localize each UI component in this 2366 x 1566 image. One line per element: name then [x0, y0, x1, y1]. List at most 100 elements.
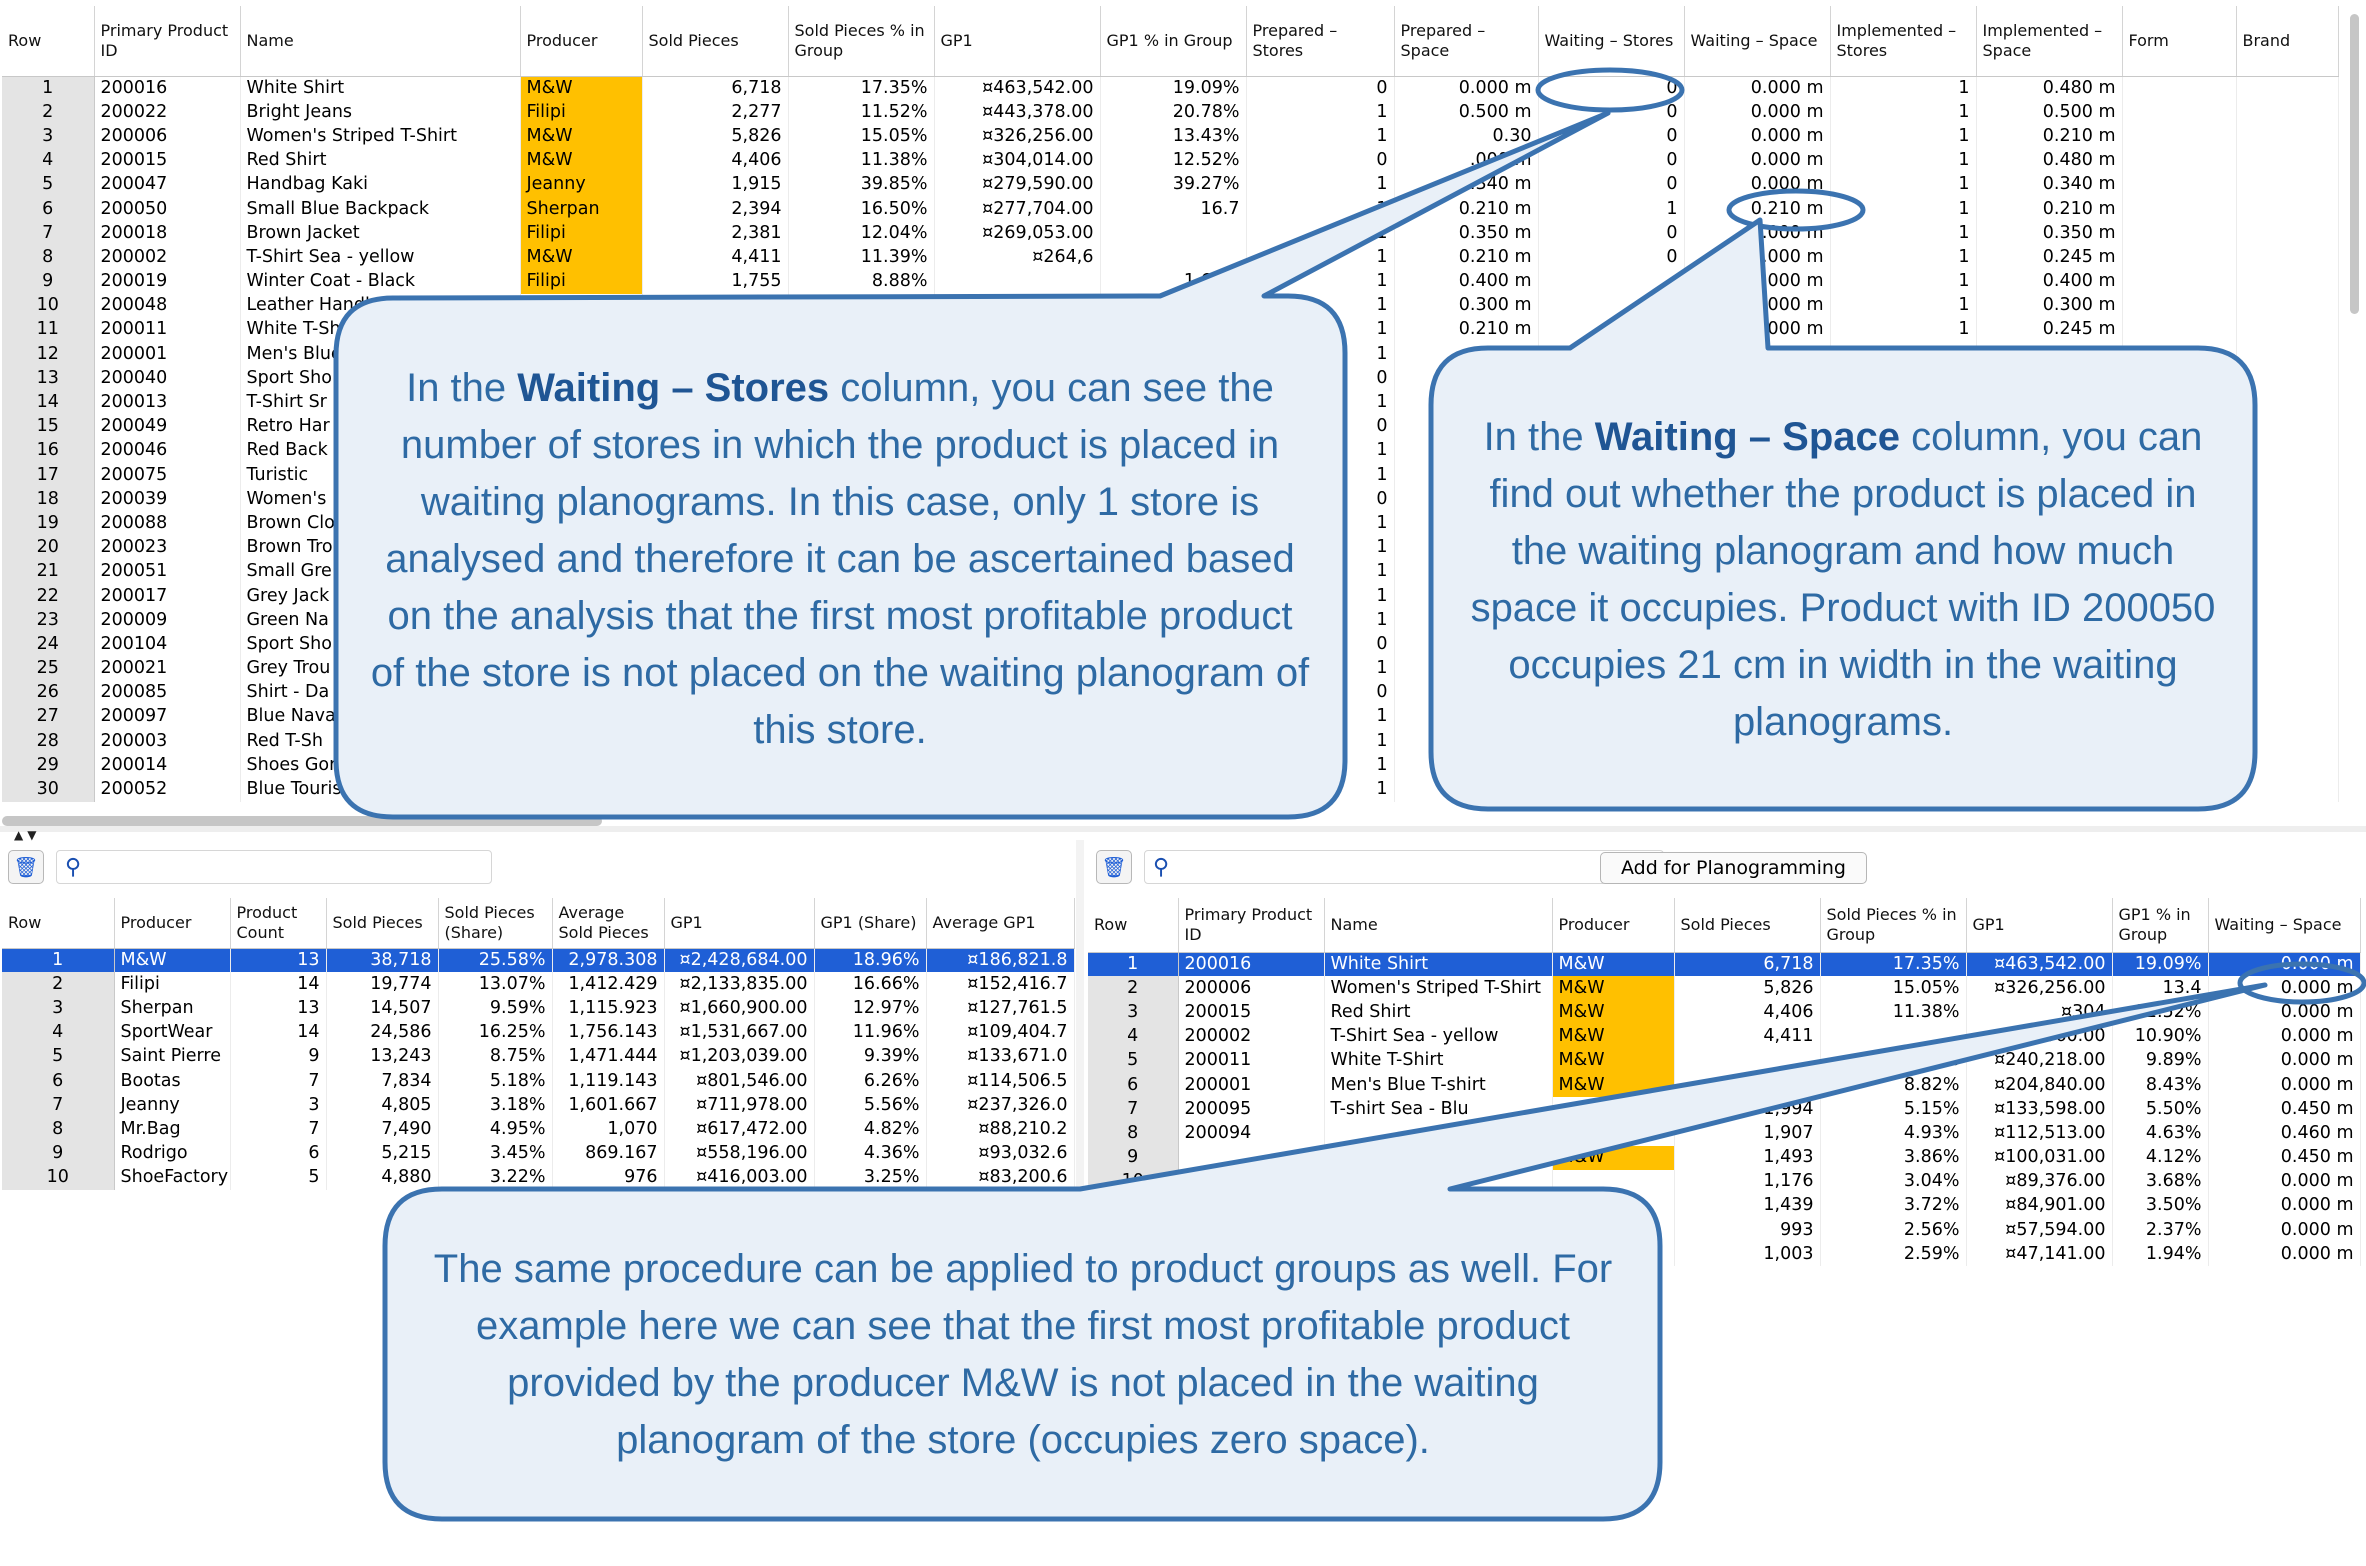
- table-cell: 0.000 m: [1394, 76, 1539, 101]
- column-header[interactable]: GP1: [934, 6, 1101, 77]
- column-header[interactable]: GP1: [664, 898, 815, 949]
- horizontal-scrollbar[interactable]: [2, 816, 602, 826]
- table-cell: 9: [2, 1141, 115, 1166]
- column-header[interactable]: Implemented – Stores: [1830, 6, 1977, 77]
- column-header[interactable]: Sold Pieces % in Group: [788, 6, 935, 77]
- table-cell: 18: [2, 487, 95, 512]
- basket-icon[interactable]: 🗑: [8, 850, 44, 884]
- table-cell: White T-Shirt: [1324, 1048, 1553, 1073]
- producer-search-input[interactable]: [87, 858, 428, 876]
- table-cell: 0.000 m: [1684, 148, 1831, 173]
- column-header[interactable]: Waiting – Space: [1684, 6, 1831, 77]
- column-header[interactable]: Sold Pieces: [326, 898, 439, 949]
- table-cell: [2236, 293, 2339, 318]
- table-cell: 200015: [1178, 1000, 1325, 1025]
- basket-icon[interactable]: 🗑: [1096, 850, 1132, 884]
- pane-splitter[interactable]: [0, 826, 2366, 832]
- producer-toolbar: 🗑 ⚲: [0, 846, 1076, 892]
- table-cell: 13: [230, 948, 327, 973]
- column-header[interactable]: Name: [240, 6, 521, 77]
- table-cell: 1,115.923: [552, 996, 665, 1021]
- splitter-arrows-icon[interactable]: ▲▼: [14, 828, 41, 842]
- table-cell: 200023: [94, 535, 241, 560]
- column-header[interactable]: Producer: [114, 898, 231, 949]
- column-header[interactable]: Sold Pieces % in Group: [1820, 898, 1967, 953]
- table-cell: Filipi: [114, 972, 231, 997]
- table-cell: [2122, 221, 2237, 246]
- column-header[interactable]: Primary Product ID: [94, 6, 241, 77]
- table-cell: 200097: [94, 704, 241, 730]
- column-header[interactable]: Row: [1088, 898, 1179, 953]
- column-header[interactable]: Average GP1: [926, 898, 1075, 949]
- table-cell: ¤83,200.6: [926, 1165, 1075, 1190]
- column-header[interactable]: Implemented – Space: [1976, 6, 2123, 77]
- column-header[interactable]: Name: [1324, 898, 1553, 953]
- table-cell: 976: [552, 1165, 665, 1190]
- column-header[interactable]: Prepared – Space: [1394, 6, 1539, 77]
- column-header[interactable]: Sold Pieces: [1674, 898, 1821, 953]
- table-cell: 200011: [1178, 1048, 1325, 1073]
- column-header[interactable]: Primary Product ID: [1178, 898, 1325, 953]
- table-cell: 23: [2, 608, 95, 633]
- table-cell: 16.25%: [438, 1020, 553, 1045]
- column-header[interactable]: Product Count: [230, 898, 327, 949]
- table-cell: 200095: [1178, 1097, 1325, 1122]
- table-cell: 6: [2, 196, 95, 222]
- column-header[interactable]: GP1 % in Group: [2112, 898, 2209, 953]
- table-cell: 1.94%: [2112, 1242, 2209, 1267]
- table-cell: 5.15%: [1820, 1097, 1967, 1122]
- table-cell: 19: [2, 511, 95, 536]
- table-cell: 17: [2, 463, 95, 488]
- callout-waiting-stores: In the Waiting – Stores column, you can …: [370, 365, 1310, 752]
- column-header[interactable]: GP1 % in Group: [1100, 6, 1247, 77]
- product-search[interactable]: ⚲: [1144, 850, 1664, 884]
- add-for-planogramming-button[interactable]: Add for Planogramming: [1600, 852, 1867, 884]
- column-header[interactable]: Form: [2122, 6, 2237, 77]
- column-header[interactable]: GP1 (Share): [814, 898, 927, 949]
- column-header[interactable]: Brand: [2236, 6, 2339, 77]
- table-cell: ¤1,531,667.00: [664, 1020, 815, 1045]
- column-header[interactable]: Waiting – Space: [2208, 898, 2361, 953]
- column-header[interactable]: Waiting – Stores: [1538, 6, 1685, 77]
- column-header[interactable]: Producer: [1552, 898, 1675, 953]
- column-header[interactable]: Row: [2, 898, 115, 949]
- column-header[interactable]: Row: [2, 6, 95, 77]
- vertical-scrollbar[interactable]: [2350, 14, 2359, 314]
- column-header[interactable]: Producer: [520, 6, 643, 77]
- column-header[interactable]: Sold Pieces: [642, 6, 789, 77]
- table-cell: 6.26%: [814, 1068, 927, 1094]
- product-search-input[interactable]: [1175, 858, 1584, 876]
- table-cell: 14: [230, 1020, 327, 1045]
- table-cell: ¤93,032.6: [926, 1141, 1075, 1166]
- column-header[interactable]: GP1: [1966, 898, 2113, 953]
- column-header[interactable]: Average Sold Pieces: [552, 898, 665, 949]
- column-header[interactable]: Sold Pieces (Share): [438, 898, 553, 949]
- producer-search[interactable]: ⚲: [56, 850, 492, 884]
- table-cell: M&W: [520, 148, 643, 173]
- column-header[interactable]: Prepared – Stores: [1246, 6, 1395, 77]
- table-cell: ¤558,196.00: [664, 1141, 815, 1166]
- highlight-ellipses: [1535, 67, 2366, 1005]
- vertical-pane-splitter[interactable]: [1076, 840, 1084, 1200]
